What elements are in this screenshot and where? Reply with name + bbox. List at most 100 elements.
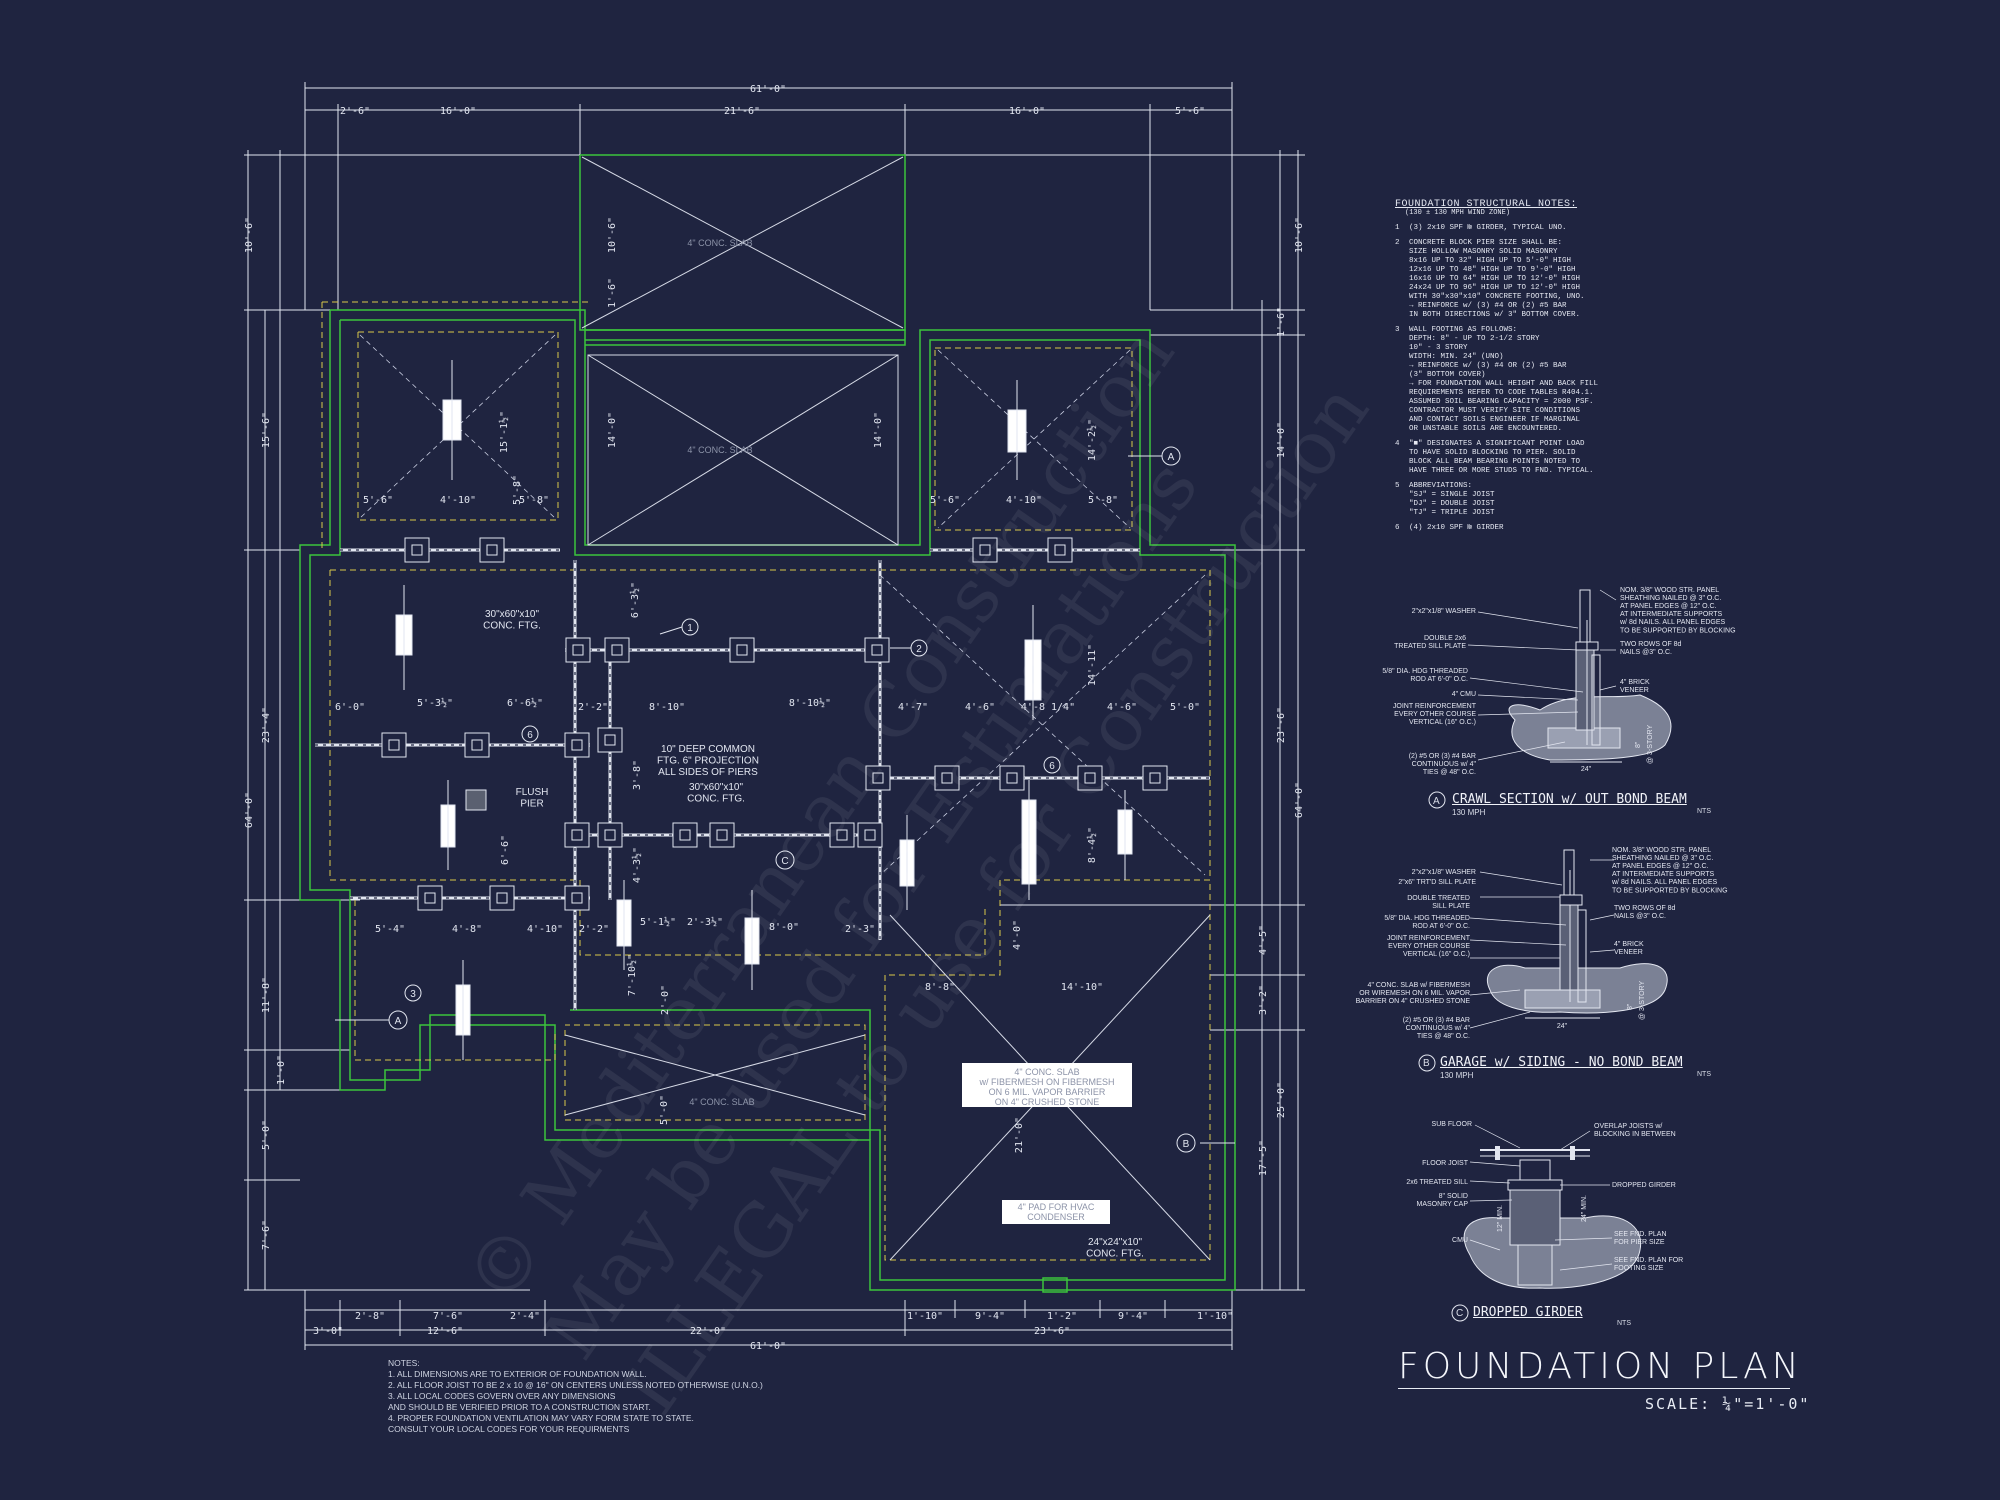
tag-1: 1: [687, 623, 693, 634]
svg-text:24" MIN.: 24" MIN.: [1581, 1195, 1588, 1222]
plan-title-underline: [1398, 1388, 1790, 1389]
dim-left-7: 7'-6": [261, 1220, 272, 1250]
dim-bot1-5: 1'-2": [1047, 1311, 1077, 1322]
note-number: 5: [1395, 482, 1400, 490]
footing-outline: [321, 301, 1211, 1261]
interior-dimension: 2'-0": [660, 985, 671, 1015]
note-text: WALL FOOTING AS FOLLOWS: DEPTH: 8" - UP …: [1409, 326, 1599, 433]
dim-right-6: 3'-2": [1258, 985, 1269, 1015]
tag-c: C: [781, 856, 788, 867]
svg-text:@ 3-STORY: @ 3-STORY: [1639, 981, 1646, 1020]
interior-dimension: 2'-3": [845, 924, 875, 935]
interior-dimension: 5'-0": [659, 1095, 670, 1125]
interior-dimension: 5'-8": [512, 475, 523, 505]
detail-c-title: DROPPED GIRDER: [1473, 1305, 1583, 1320]
dim-top-4: 5'-6": [1175, 106, 1205, 117]
dim-left-1: 15'-6": [261, 412, 272, 448]
dim-top-2: 21'-6": [724, 106, 760, 117]
detail-c-nts: NTS: [1617, 1320, 1631, 1327]
interior-dimension: 4'-7": [898, 702, 928, 713]
structural-note-item: 6(4) 2x10 SPF № GIRDER: [1395, 524, 1625, 533]
tag-6a: 6: [527, 730, 533, 741]
interior-dimension: 2'-2": [579, 924, 609, 935]
dim-bot1-1: 7'-6": [433, 1311, 463, 1322]
interior-dimension: 14'-0": [607, 412, 618, 448]
dim-left-0: 10'-6": [244, 217, 255, 253]
note-text: "■" DESIGNATES A SIGNIFICANT POINT LOAD …: [1409, 440, 1594, 475]
svg-text:2"x2"x1/8" WASHER: 2"x2"x1/8" WASHER: [1412, 869, 1476, 876]
interior-dimension: 4'-10": [1006, 495, 1042, 506]
interior-dimension: 5'-4": [375, 924, 405, 935]
detail-a-nts: NTS: [1697, 808, 1711, 815]
interior-dimension: 5'-6": [930, 495, 960, 506]
interior-dimension: 4'-8": [452, 924, 482, 935]
interior-dimension: 8'-4½": [1086, 827, 1098, 863]
dim-right-5: 4'-5": [1258, 925, 1269, 955]
dimension-lines: [244, 82, 1305, 1350]
callout-ftg-30x60-a: 30"x60"x10"CONC. FTG.: [483, 609, 541, 632]
dim-right-3: 23'-6": [1276, 707, 1287, 743]
svg-text:FLOOR JOIST: FLOOR JOIST: [1422, 1160, 1469, 1167]
interior-dimension: 2'-3½": [687, 916, 723, 928]
joist-span-bars: [395, 360, 1133, 1060]
dim-left-5: 1'-0": [276, 1055, 287, 1085]
note-text: (3) 2x10 SPF № GIRDER, TYPICAL UNO.: [1409, 224, 1567, 232]
garage-slab-line2: w/ FIBERMESH ON FIBERMESH: [978, 1077, 1114, 1087]
dim-bot1-2: 2'-4": [510, 1311, 540, 1322]
dim-left-6: 5'-0": [261, 1120, 272, 1150]
note-text: ABBREVIATIONS: "SJ" = SINGLE JOIST "DJ" …: [1409, 482, 1495, 517]
interior-dimension: 15'-1½": [498, 411, 510, 453]
garage-slab-box: [962, 1063, 1132, 1107]
interior-dimension: 7'-10½": [626, 954, 638, 996]
dim-top-1: 16'-0": [440, 106, 476, 117]
interior-dimension: 4'-3½": [631, 847, 643, 883]
interior-dimension: 5'-1½": [640, 916, 676, 928]
interior-dimension: 5'-8": [1088, 495, 1118, 506]
dim-right-2: 14'-0": [1276, 422, 1287, 458]
girders: [315, 548, 1210, 1010]
svg-text:SUB FLOOR: SUB FLOOR: [1432, 1121, 1472, 1128]
detail-a-sub: 130 MPH: [1452, 808, 1486, 817]
interior-dimension: 5'-8": [519, 495, 549, 506]
interior-dimension: 8'-10": [649, 702, 685, 713]
interior-dimension: 5'-0": [1170, 702, 1200, 713]
dim-bot2-0: 3'-0": [313, 1326, 343, 1337]
detail-a-title: CRAWL SECTION w/ OUT BOND BEAM: [1452, 792, 1687, 807]
dimension-texts: 61'-0" 2'-6" 16'-0" 21'-6" 16'-0" 5'-6" …: [244, 84, 1305, 1352]
interior-dimension: 5'-6": [363, 495, 393, 506]
tag-a2: A: [395, 1016, 402, 1027]
structural-note-item: 5 ABBREVIATIONS: "SJ" = SINGLE JOIST "DJ"…: [1395, 482, 1625, 518]
structural-notes: FOUNDATION STRUCTURAL NOTES: (130 ± 130 …: [1395, 200, 1625, 539]
detail-a-24: 24": [1581, 766, 1592, 773]
foundation-walls: [299, 154, 1236, 1291]
interior-dimension: 14'-11": [1087, 644, 1098, 686]
dim-left-3: 64'-0": [244, 792, 255, 828]
framing-x-marks: [359, 334, 1206, 876]
structural-note-item: 1(3) 2x10 SPF № GIRDER, TYPICAL UNO.: [1395, 224, 1625, 233]
garage-slab-line4: ON 4" CRUSHED STONE: [995, 1097, 1100, 1107]
interior-dimension: 4'-10": [527, 924, 563, 935]
dim-right-0: 10'-6": [1294, 217, 1305, 253]
slab-label-3: 4" CONC. SLAB: [689, 1097, 754, 1107]
tag-3: 3: [410, 989, 416, 1000]
dim-top-3: 16'-0": [1009, 106, 1045, 117]
detail-a-tag: A: [1433, 796, 1440, 807]
tag-circles: [388, 446, 1196, 1153]
interior-dimension-texts: 5'-6"4'-10"5'-8"5'-6"4'-10"5'-8"6'-0"5'-…: [335, 217, 1200, 1153]
interior-dimension: 21'-0": [1014, 1117, 1025, 1153]
tag-b: B: [1183, 1139, 1190, 1150]
svg-text:12" MIN.: 12" MIN.: [1497, 1205, 1504, 1232]
